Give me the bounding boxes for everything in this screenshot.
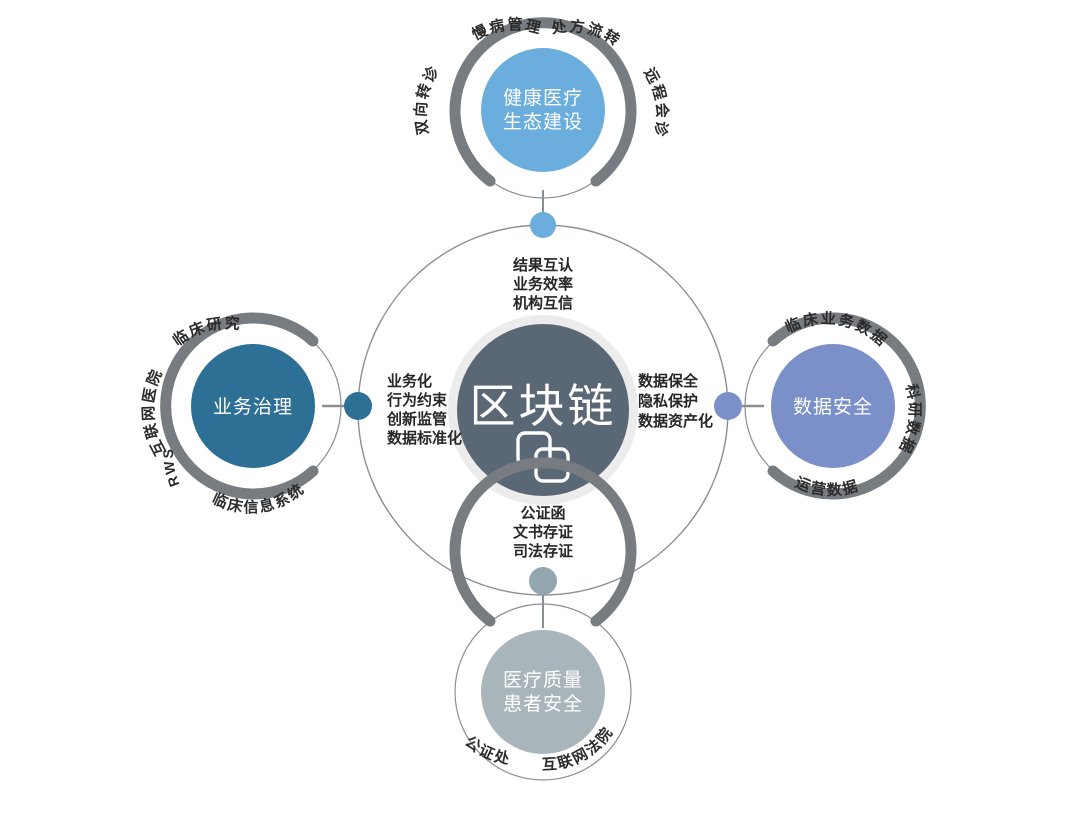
- connector-dot-bottom[interactable]: [529, 567, 557, 595]
- node-bottom-title-line: 患者安全: [503, 693, 583, 715]
- node-top-ring-label: 远程会诊: [640, 65, 671, 139]
- spoke-line: 公证函: [520, 504, 565, 522]
- spoke-line: 行为约束: [386, 391, 448, 409]
- node-left-arc: [160, 312, 319, 500]
- node-bottom-arc: [449, 457, 637, 627]
- node-right-core: [771, 344, 895, 468]
- spoke-line: 创新监管: [386, 410, 447, 428]
- node-left[interactable]: 业务治理 互联网医院 临床研究 RWS 临床信息系统: [140, 312, 342, 517]
- node-top-title-line: 生态建设: [503, 111, 583, 133]
- spoke-line: 数据保全: [638, 372, 699, 390]
- node-bottom-title-line: 医疗质量: [503, 669, 583, 691]
- node-left-ring-label: 临床研究: [169, 314, 242, 350]
- node-right-arc: [767, 312, 926, 500]
- node-left-core: [191, 344, 315, 468]
- node-bottom-core: [481, 630, 605, 754]
- spoke-line: 数据标准化: [387, 429, 462, 447]
- node-left-title-line: 业务治理: [213, 396, 293, 418]
- node-top-core: [481, 48, 605, 172]
- node-bottom-thin-ring: [454, 603, 632, 781]
- center-hub[interactable]: 区块链: [448, 315, 638, 505]
- spoke-text-right: 数据保全 隐私保护 数据资产化: [638, 372, 713, 430]
- node-right-title-line: 数据安全: [793, 396, 873, 418]
- spoke-line: 隐私保护: [638, 392, 698, 410]
- node-right-ring-label: 运营数据: [793, 474, 862, 499]
- node-top[interactable]: 健康医疗 生态建设 双向转诊 慢病管理 处方流转 远程会诊: [412, 15, 672, 199]
- node-top-ring-label: 处方流转: [549, 17, 624, 50]
- spoke-line: 数据资产化: [638, 412, 713, 430]
- spoke-line: 文书存证: [513, 523, 573, 541]
- node-top-title-line: 健康医疗: [503, 87, 583, 109]
- node-right[interactable]: 数据安全 临床业务数据 科研数据 运营数据: [744, 310, 926, 500]
- connector-dot-right[interactable]: [714, 392, 742, 420]
- hub-title: 区块链: [470, 380, 617, 432]
- spoke-line: 结果互认: [513, 256, 574, 274]
- node-top-ring-label: 慢病管理: [470, 15, 545, 43]
- connector-dot-left[interactable]: [344, 392, 372, 420]
- node-top-arc: [449, 17, 637, 187]
- spoke-text-top: 结果互认 业务效率 机构互信: [513, 256, 574, 312]
- connector-dot-top[interactable]: [530, 212, 556, 238]
- spoke-line: 司法存证: [513, 542, 573, 560]
- spoke-text-left: 业务化 行为约束 创新监管 数据标准化: [386, 372, 462, 447]
- spoke-line: 业务化: [387, 372, 432, 390]
- spoke-text-bottom: 公证函 文书存证 司法存证: [513, 504, 573, 560]
- hub-core: [457, 324, 629, 496]
- spoke-line: 业务效率: [513, 275, 573, 293]
- node-left-ring-label: RWS: [160, 447, 183, 489]
- node-top-ring-label: 双向转诊: [412, 62, 444, 136]
- spoke-line: 机构互信: [513, 294, 573, 312]
